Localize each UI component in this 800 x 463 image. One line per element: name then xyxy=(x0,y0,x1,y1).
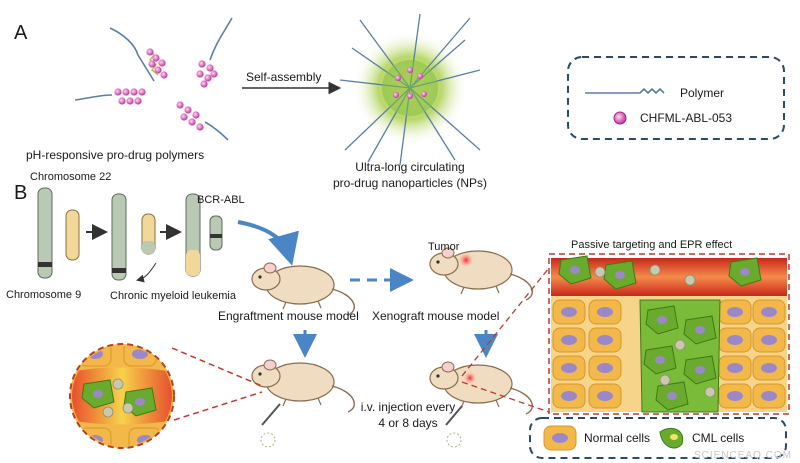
xenograft-label: Xenograft mouse model xyxy=(372,309,500,323)
zoom-connector xyxy=(461,381,550,413)
chromosome-bcr-abl xyxy=(185,193,201,277)
polymer-chain xyxy=(176,101,229,141)
panel-b-letter: B xyxy=(14,182,28,204)
cml-pointer xyxy=(136,262,157,283)
epr-effect-panel xyxy=(548,253,790,415)
zoom-connector xyxy=(461,267,550,377)
treated-engraftment-mouse-icon xyxy=(251,359,356,413)
engraftment-arrow xyxy=(237,220,299,266)
cml-label: Chronic myeloid leukemia xyxy=(110,290,236,302)
injection-line2: 4 or 8 days xyxy=(378,416,438,430)
np-caption-line2: pro-drug nanoparticles (NPs) xyxy=(332,176,488,190)
syringe-icon xyxy=(445,405,463,448)
bcr-abl-label: BCR-ABL xyxy=(197,194,245,206)
normal-cell-legend-icon xyxy=(543,425,577,451)
injection-line1: i.v. injection every xyxy=(360,400,456,414)
chromosome-22 xyxy=(37,187,53,279)
polymer-chain xyxy=(109,27,168,82)
engraftment-mouse-icon xyxy=(251,262,356,316)
zoom-connector xyxy=(173,391,263,421)
cml-cell-legend-icon xyxy=(659,428,684,449)
syringe-icon xyxy=(260,403,281,448)
chromosome-philadelphia xyxy=(141,213,156,255)
panel-a-letter: A xyxy=(14,22,28,44)
drug-legend-label: CHFML-ABL-053 xyxy=(640,111,733,125)
cml-cells-label: CML cells xyxy=(692,431,745,445)
chromosome-9-label: Chromosome 9 xyxy=(6,289,82,301)
drug-legend-icon xyxy=(613,111,627,125)
normal-cells-label: Normal cells xyxy=(584,431,651,445)
self-assembly-label: Self-assembly xyxy=(246,70,322,84)
tumor-marker xyxy=(464,372,476,384)
polymers-caption: pH-responsive pro-drug polymers xyxy=(26,148,205,162)
blood-vessel-zoom xyxy=(69,343,175,449)
polymer-legend-icon xyxy=(585,87,665,95)
polymer-chain xyxy=(196,17,233,88)
polymer-legend-label: Polymer xyxy=(680,86,725,100)
watermark: SCIENCEAQ.COM xyxy=(693,450,792,461)
polymer-chain xyxy=(74,88,146,105)
zoom-connector xyxy=(171,347,263,387)
engraftment-label: Engraftment mouse model xyxy=(218,309,359,323)
epr-title: Passive targeting and EPR effect xyxy=(571,239,733,251)
nanoparticle-illustration xyxy=(339,13,481,166)
tumor-marker xyxy=(459,253,473,267)
tumor-label: Tumor xyxy=(428,241,460,253)
chromosome-translocated xyxy=(111,193,127,281)
xenograft-mouse-icon xyxy=(429,247,534,301)
cell-legend-box xyxy=(529,417,787,459)
np-caption-line1: Ultra-long circulating xyxy=(355,160,465,174)
legend-box xyxy=(567,56,785,140)
chromosome-22-label: Chromosome 22 xyxy=(30,171,112,183)
chromosome-9 xyxy=(65,209,80,261)
chromosome-fusion-small xyxy=(209,215,223,251)
